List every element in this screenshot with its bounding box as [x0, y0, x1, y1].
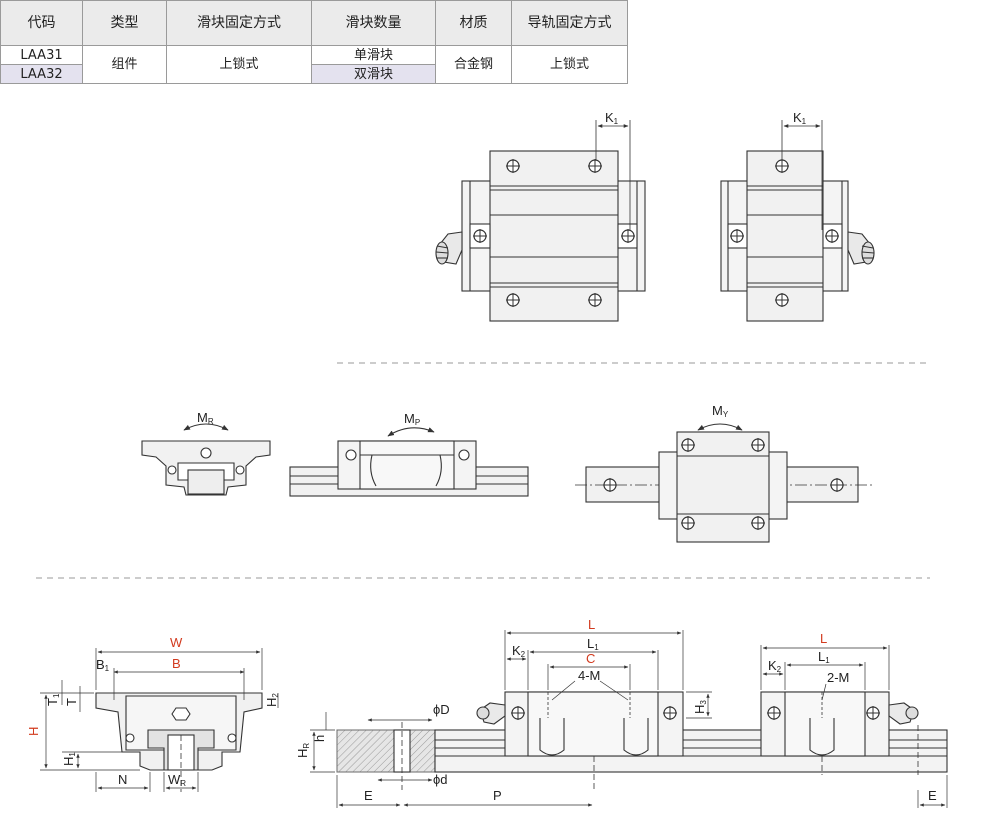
moment-my-view — [575, 423, 872, 543]
label-h: H — [26, 727, 41, 736]
cross-section-view — [40, 648, 279, 792]
label-k2: K2 — [768, 658, 782, 674]
spec-table: 代码 类型 滑块固定方式 滑块数量 材质 导轨固定方式 LAA31 组件 上锁式… — [0, 0, 628, 84]
label-k1: K1 — [793, 110, 807, 126]
label-h2: H2 — [264, 693, 280, 707]
table-row: LAA31 组件 上锁式 单滑块 合金钢 上锁式 — [0, 45, 628, 84]
grease-nipple-icon — [847, 231, 875, 265]
label-phi-d-upper: ϕD — [433, 702, 450, 717]
label-e: E — [364, 788, 373, 803]
label-t: T — [64, 698, 79, 706]
label-4m: 4-M — [578, 668, 600, 683]
cell-qty: 双滑块 — [311, 64, 436, 84]
moment-mp-view — [289, 427, 529, 497]
label-mr: MR — [197, 410, 214, 426]
header-rail-mount: 导轨固定方式 — [511, 0, 628, 46]
label-h-small: h — [312, 735, 327, 742]
label-e: E — [928, 788, 937, 803]
label-b: B — [172, 656, 181, 671]
label-l: L — [820, 631, 827, 646]
label-c: C — [586, 651, 595, 666]
grease-nipple-icon — [476, 702, 506, 725]
label-p: P — [493, 788, 502, 803]
grease-nipple-icon — [435, 231, 463, 265]
header-code: 代码 — [0, 0, 83, 46]
cell-code: LAA32 — [0, 64, 83, 84]
label-mp: MP — [404, 411, 420, 427]
label-l1: L1 — [587, 636, 599, 652]
cell-type: 组件 — [82, 45, 167, 84]
cell-block-mount: 上锁式 — [166, 45, 312, 84]
label-b1: B1 — [96, 657, 110, 673]
moment-mr-view — [141, 423, 271, 496]
label-h1: H1 — [61, 752, 77, 766]
cell-code: LAA31 — [0, 45, 83, 65]
cell-rail-mount: 上锁式 — [511, 45, 628, 84]
side-elevation-view — [310, 630, 948, 808]
label-hr: HR — [295, 743, 311, 758]
header-block-qty: 滑块数量 — [311, 0, 436, 46]
label-l: L — [588, 617, 595, 632]
table-row: LAA32 双滑块 — [0, 64, 628, 84]
label-my: MY — [712, 403, 729, 419]
header-material: 材质 — [435, 0, 512, 46]
label-k2: K2 — [512, 643, 526, 659]
label-k1: K1 — [605, 110, 619, 126]
label-w: W — [170, 635, 183, 650]
dimension-labels: K1 K1 MR MP MY W B B1 H T1 T H1 H2 N WR … — [26, 110, 937, 803]
grease-nipple-icon — [888, 702, 919, 725]
label-phi-d-lower: ϕd — [433, 772, 448, 787]
label-wr: WR — [168, 772, 186, 788]
label-t1: T1 — [45, 693, 61, 706]
label-l1: L1 — [818, 649, 830, 665]
top-view-double-block — [720, 120, 875, 322]
table-header-row: 代码 类型 滑块固定方式 滑块数量 材质 导轨固定方式 — [0, 0, 628, 46]
cell-material: 合金钢 — [435, 45, 512, 84]
top-view-single-block — [435, 120, 646, 322]
label-2m: 2-M — [827, 670, 849, 685]
label-n: N — [118, 772, 127, 787]
label-h3: H3 — [692, 700, 708, 714]
